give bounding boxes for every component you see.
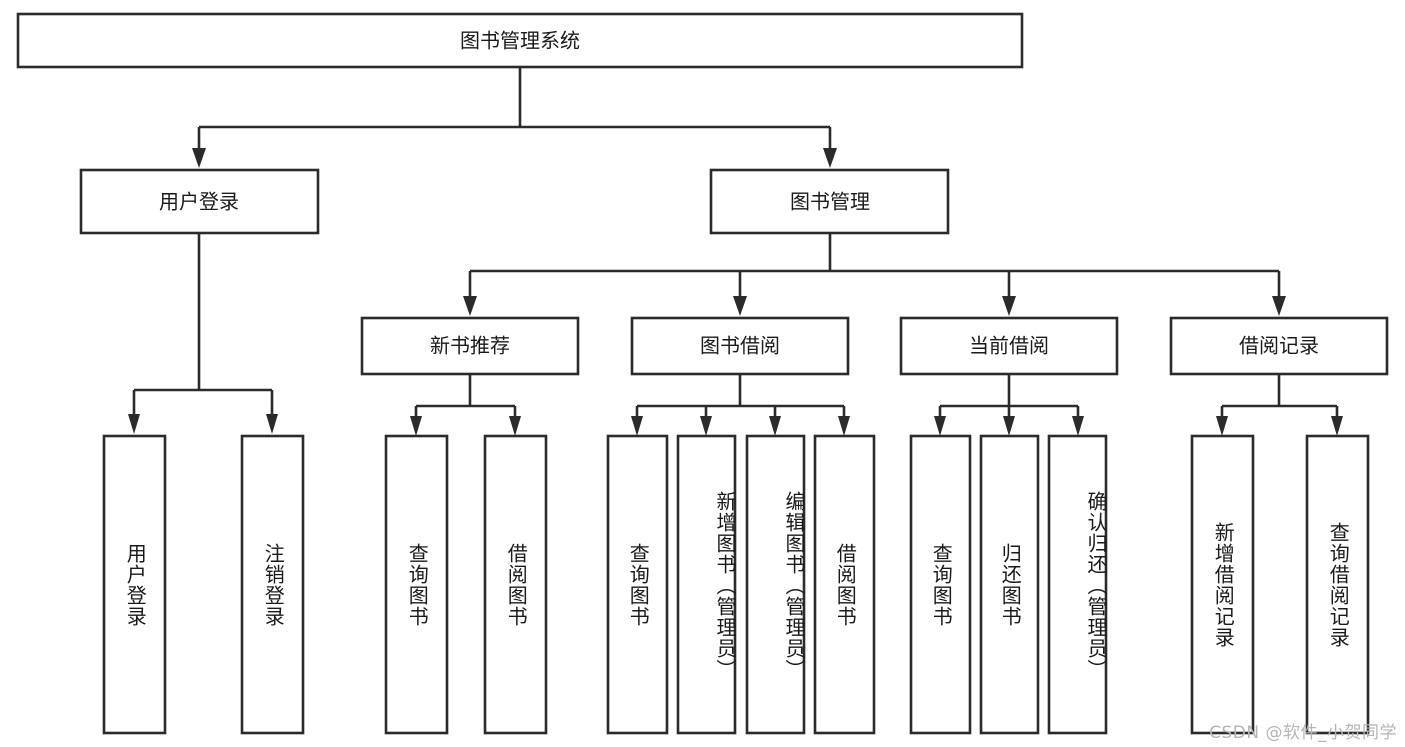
node-box-user-login[interactable]	[79, 168, 320, 235]
leaf-box-borrow-records-2[interactable]	[1305, 434, 1370, 735]
leaf-box-current-borrow-2[interactable]	[979, 434, 1040, 735]
leaf-box-new-book-2[interactable]	[483, 434, 548, 735]
arrow-leaf-r1	[1216, 416, 1228, 436]
arrow-leaf-b4	[838, 416, 850, 436]
arrow-leaf-b2	[700, 416, 712, 436]
arrow-new-book	[463, 296, 477, 316]
leaf-label-current-borrow-1: 查询图书	[929, 542, 954, 627]
leaf-label-borrow-records-1: 新增借阅记录	[1211, 521, 1236, 648]
connector-root-to-level2	[192, 67, 837, 168]
csdn-watermark: CSDN @软件_小贺同学	[1209, 723, 1397, 743]
connector-borrowrecords-to-leaves	[1216, 374, 1343, 436]
connector-currentborrow-to-leaves	[934, 374, 1084, 436]
node-label-root: 图书管理系统	[460, 29, 580, 53]
connector-newbook-to-leaves	[410, 374, 521, 436]
leaf-box-book-borrow-1[interactable]	[606, 434, 669, 735]
leaf-box-current-borrow-1[interactable]	[909, 434, 972, 735]
arrow-leaf-u1	[128, 414, 140, 434]
node-label-user-login: 用户登录	[159, 190, 239, 214]
leaf-label-user-login-1: 用户登录	[123, 542, 148, 627]
leaf-box-book-borrow-3[interactable]	[745, 434, 806, 735]
leaf-box-new-book-1[interactable]	[384, 434, 449, 735]
arrow-leaf-u2	[266, 414, 278, 434]
arrow-leaf-n2	[509, 416, 521, 436]
leaf-box-user-login-1[interactable]	[102, 434, 167, 735]
node-box-root[interactable]	[16, 12, 1024, 69]
leaf-box-user-login-2[interactable]	[240, 434, 305, 735]
leaf-label-book-borrow-1: 查询图书	[626, 542, 651, 627]
arrow-book-mgmt	[823, 148, 837, 168]
leaf-label-book-borrow-3: 编辑图书（管理员）	[782, 490, 806, 680]
node-label-borrow-records: 借阅记录	[1239, 334, 1319, 358]
connector-bookborrow-to-leaves	[631, 374, 850, 436]
leaf-label-new-book-2: 借阅图书	[504, 542, 529, 627]
arrow-borrow-records	[1272, 296, 1286, 316]
connector-userlogin-to-leaves	[128, 233, 278, 434]
arrow-user-login	[192, 148, 206, 168]
connector-bookmgmt-to-level3	[463, 233, 1286, 316]
leaf-label-book-borrow-4: 借阅图书	[833, 542, 858, 627]
leaf-box-book-borrow-2[interactable]	[676, 434, 737, 735]
leaf-label-borrow-records-2: 查询借阅记录	[1326, 521, 1351, 648]
node-label-current-borrow: 当前借阅	[969, 334, 1049, 358]
leaf-box-book-borrow-4[interactable]	[813, 434, 876, 735]
leaf-label-new-book-1: 查询图书	[405, 542, 430, 627]
node-label-new-book-recommend: 新书推荐	[430, 334, 510, 358]
arrow-leaf-c3	[1072, 416, 1084, 436]
arrow-book-borrow	[733, 296, 747, 316]
arrow-current-borrow	[1002, 296, 1016, 316]
arrow-leaf-n1	[410, 416, 422, 436]
arrow-leaf-b3	[769, 416, 781, 436]
arrow-leaf-b1	[631, 416, 643, 436]
node-box-borrow-records[interactable]	[1169, 316, 1389, 376]
arrow-leaf-r2	[1331, 416, 1343, 436]
leaf-box-borrow-records-1[interactable]	[1190, 434, 1255, 735]
leaf-label-current-borrow-2: 归还图书	[998, 542, 1023, 627]
node-box-book-management[interactable]	[709, 168, 950, 235]
leaf-label-book-borrow-2: 新增图书（管理员）	[713, 490, 737, 680]
leaf-label-current-borrow-3: 确认归还（管理员）	[1084, 490, 1108, 680]
node-box-current-borrow[interactable]	[899, 316, 1119, 376]
node-label-book-borrow: 图书借阅	[700, 334, 780, 358]
node-label-book-management: 图书管理	[790, 190, 870, 214]
node-box-book-borrow[interactable]	[630, 316, 850, 376]
arrow-leaf-c1	[934, 416, 946, 436]
arrow-leaf-c2	[1003, 416, 1015, 436]
node-box-new-book-recommend[interactable]	[360, 316, 580, 376]
leaf-label-user-login-2: 注销登录	[261, 542, 286, 627]
leaf-box-current-borrow-3[interactable]	[1047, 434, 1108, 735]
